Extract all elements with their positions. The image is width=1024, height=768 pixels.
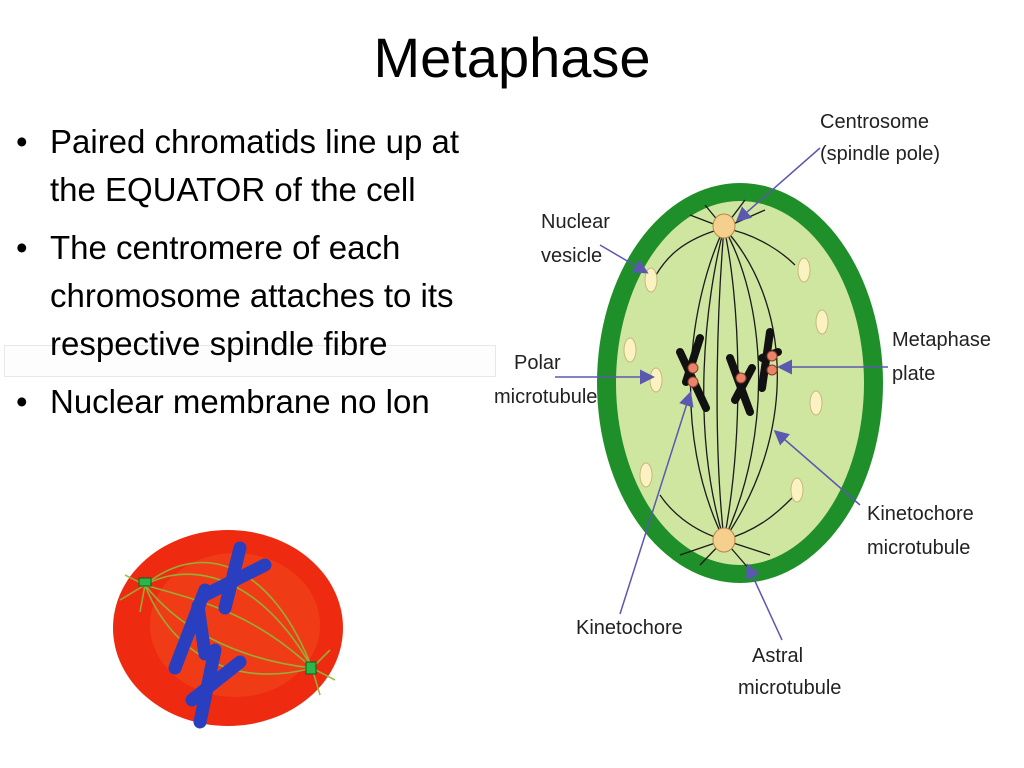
centriole-right <box>305 661 317 675</box>
label-centrosome-line2: (spindle pole) <box>820 143 940 165</box>
label-nuclear-vesicle-line1: Nuclear <box>541 211 610 233</box>
bullet-list: Paired chromatids line up at the EQUATOR… <box>10 118 485 436</box>
kinetochores <box>687 350 778 388</box>
slide-title: Metaphase <box>373 26 651 89</box>
pointer-arrows <box>555 147 888 641</box>
label-polar-microtubule-line2: microtubule <box>494 386 597 408</box>
label-polar-microtubule-line1: Polar <box>514 352 561 374</box>
label-astral-microtubule-line2: microtubule <box>738 677 841 699</box>
label-kinetochore-microtubule-line1: Kinetochore <box>867 503 974 525</box>
label-centrosome-line1: Centrosome <box>820 111 929 133</box>
centriole-left <box>138 577 152 587</box>
blue-chromosomes <box>168 541 272 729</box>
label-astral-microtubule-line1: Astral <box>752 645 803 667</box>
label-metaphase-plate-line2: plate <box>892 363 935 385</box>
label-kinetochore-microtubule-line2: microtubule <box>867 537 970 559</box>
label-kinetochore: Kinetochore <box>576 617 683 639</box>
bullet-item: Nuclear membrane no lon <box>10 378 485 426</box>
label-metaphase-plate-line1: Metaphase <box>892 329 991 351</box>
centrosome-top <box>712 213 736 239</box>
centrosome-bottom <box>712 527 736 553</box>
bullet-item: Paired chromatids line up at the EQUATOR… <box>10 118 485 214</box>
label-nuclear-vesicle-line2: vesicle <box>541 245 602 267</box>
bullet-item: The centromere of each chromosome attach… <box>10 224 485 368</box>
